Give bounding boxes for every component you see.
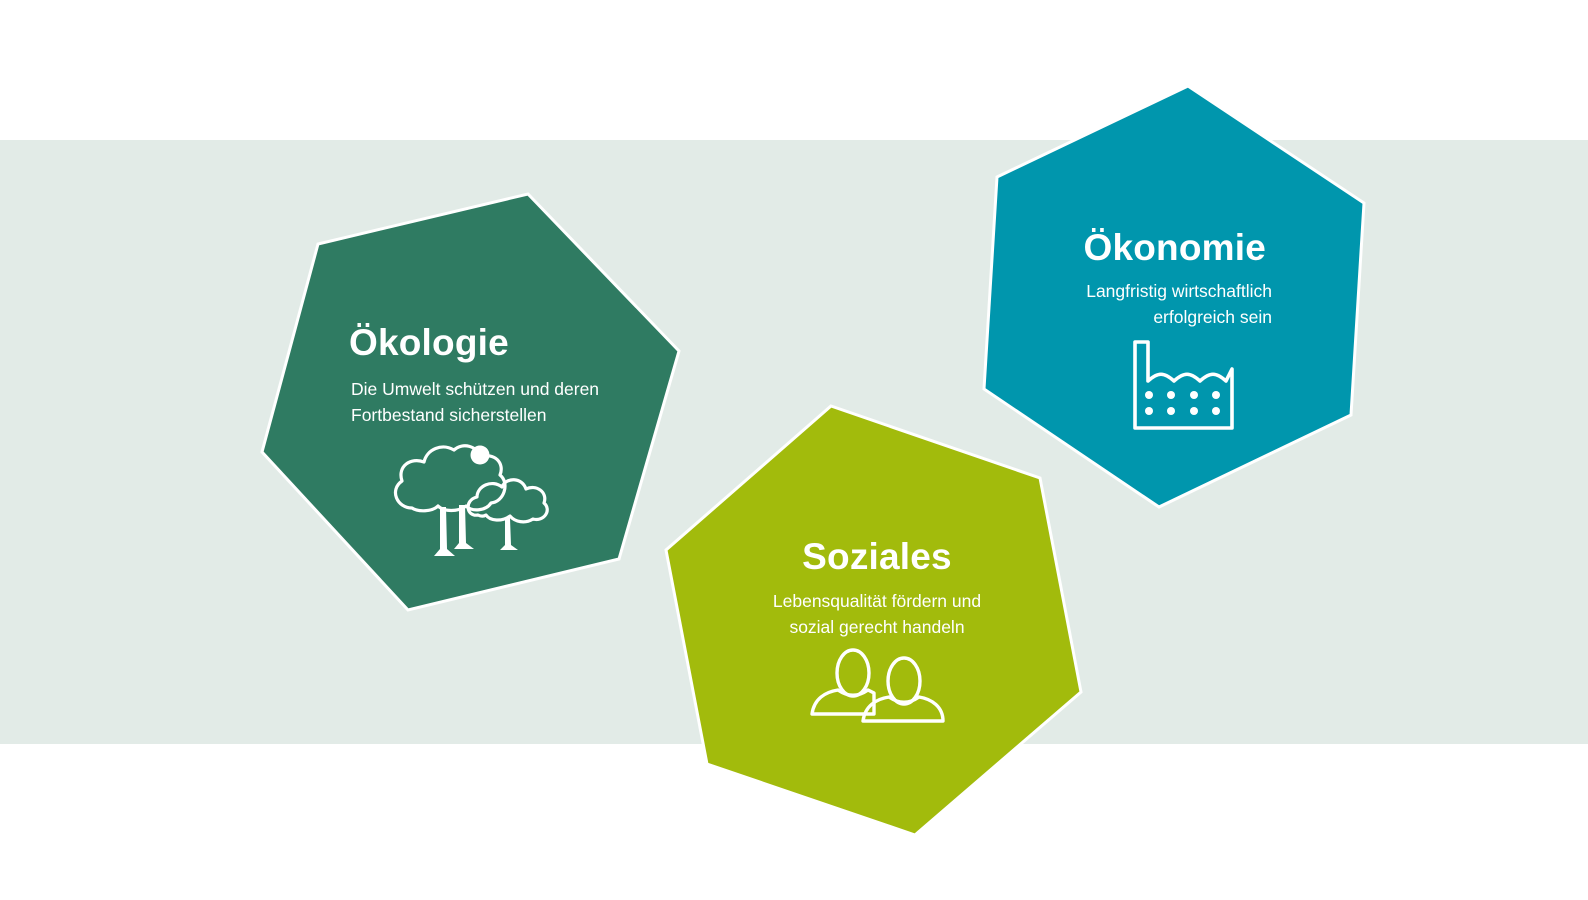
people-icon [810, 648, 945, 723]
hexagon-oekonomie [982, 84, 1366, 509]
pillar-description-soziales: Lebensqualität fördern und sozial gerech… [772, 591, 982, 637]
pillar-title-oekonomie: Ökonomie [1083, 227, 1266, 268]
tree-trunks [434, 505, 518, 556]
hexagon-oekologie [260, 192, 681, 612]
trees-icon [393, 444, 549, 524]
factory-icon [1133, 340, 1234, 430]
pillar-description-oekonomie: Langfristig wirtschaftlich erfolgreich s… [1086, 281, 1272, 327]
hexagon-soziales [664, 404, 1083, 837]
pillar-description-oekologie: Die Umwelt schützen und deren Fortbestan… [351, 379, 600, 425]
pillar-title-soziales: Soziales [802, 536, 952, 577]
pillar-title-oekologie: Ökologie [349, 322, 509, 363]
